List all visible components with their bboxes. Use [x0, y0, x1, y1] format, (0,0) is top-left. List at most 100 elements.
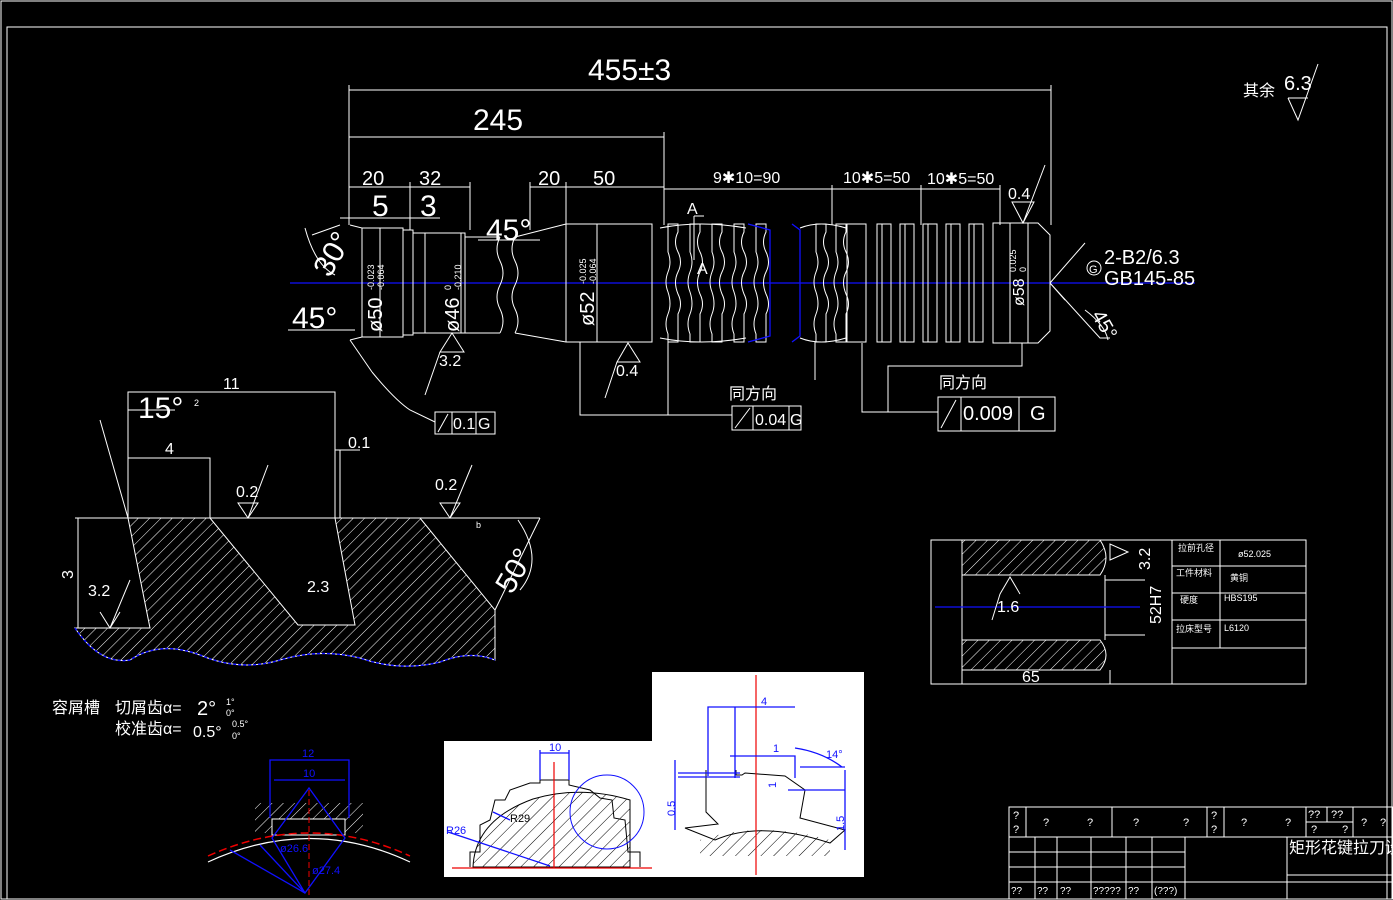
datum-g-label: G: [1089, 264, 1098, 276]
dim-l1: 1: [773, 743, 779, 755]
title-block: 矩形花键拉刀设计 ???????????????????????????????…: [1008, 806, 1393, 900]
angle-45-right: 45°: [1087, 306, 1121, 343]
dim-32: 32: [419, 168, 441, 190]
spline-section-detail: 12 10 ø26.6 ø27.4: [207, 748, 411, 895]
spec-label: 硬度: [1180, 594, 1198, 605]
dia-46: ø46: [442, 298, 464, 332]
roughness-32-tooth: 3.2: [88, 583, 110, 600]
center-hole-spec: 2-B2/6.3: [1104, 247, 1180, 269]
bore-52h7: 52H7: [1148, 586, 1165, 624]
roughness-23: 2.3: [307, 579, 329, 596]
dim-4-fig2: 4: [761, 696, 767, 708]
title-block-field: ?: [1361, 817, 1367, 829]
roughness-32-workpiece: 3.2: [1137, 548, 1154, 570]
dim-50: 50: [593, 168, 615, 190]
tol-datum: G: [1030, 403, 1046, 425]
dia-46-upper: 0: [443, 285, 453, 290]
title-block-field: ?: [1211, 824, 1217, 836]
angle-45-neck: 45°: [486, 214, 531, 247]
dim-teeth-pitch: 9✱10=90: [713, 170, 780, 187]
dim-overall: 455±3: [588, 54, 671, 87]
tol-value: 0.009: [963, 403, 1013, 425]
dim-65: 65: [1022, 669, 1040, 686]
spec-label: 拉床型号: [1176, 623, 1212, 634]
title-block-field: ?: [1183, 817, 1189, 829]
title-block-field: ?: [1380, 817, 1386, 829]
dia-52-upper: -0.025: [578, 258, 588, 284]
dim-10: 10: [303, 768, 315, 780]
radius-r26: R26: [446, 825, 466, 837]
cutting-tooth: [731, 223, 747, 343]
roughness-02b: 0.2: [435, 477, 457, 494]
section-mark-a-top: A: [687, 201, 698, 218]
calibrating-ring: [968, 223, 984, 343]
tol-datum: G: [478, 416, 490, 433]
title-block-field: ??: [1060, 886, 1072, 897]
roughness-02a: 0.2: [236, 484, 258, 501]
spec-value: ø52.025: [1238, 549, 1271, 559]
title-block-field: ?: [1087, 817, 1093, 829]
tol-datum: G: [790, 412, 802, 429]
spec-value: L6120: [1224, 623, 1249, 633]
chip-groove-title: 容屑槽: [52, 699, 100, 717]
dim-20b: 20: [538, 168, 560, 190]
cal-tooth-value: 0.5°: [193, 724, 222, 741]
calibrating-rings: [876, 223, 984, 343]
dim-4: 4: [165, 441, 174, 458]
angle-50: 50°: [489, 543, 540, 599]
calibrating-ring: [899, 223, 915, 343]
angle-30: 30°: [307, 226, 358, 282]
dim-3: 3: [60, 570, 77, 579]
tolerance-frame-3[interactable]: 0.009 G: [937, 396, 1056, 432]
dim-10-fig1: 10: [549, 742, 561, 754]
center-hole-standard: GB145-85: [1104, 268, 1195, 290]
dim-3: 3: [420, 190, 437, 223]
dia-52-lower: -0.064: [588, 258, 598, 284]
roughness-04-mid: 0.4: [616, 363, 638, 380]
tolerance-frame-1[interactable]: 0.1 G: [434, 411, 496, 435]
title-block-field: ?: [1342, 824, 1348, 836]
title-block-field: ?: [1311, 824, 1317, 836]
cal-tooth-upper: 0.5°: [232, 719, 249, 729]
roughness-rest-value: 6.3: [1284, 73, 1312, 95]
title-block-fields: ???????????????????????????????(???): [1011, 809, 1386, 897]
cut-tooth-value: 2°: [197, 698, 216, 720]
tooth-relief-figure: 4 1 14° 1 0.5 1.5: [666, 675, 847, 875]
tooth-profile-detail: 11 15° 2 4 0.1 0.2 0.2 b 3 3.2 2.3 50°: [60, 376, 541, 667]
dim-1-5: 1.5: [835, 816, 847, 831]
dim-11: 11: [223, 376, 240, 393]
calibrating-ring: [945, 223, 961, 343]
section-mark-a: A: [697, 261, 708, 278]
angle-15-tol: 2: [194, 398, 199, 408]
title-block-field: ??: [1128, 886, 1140, 897]
spec-label: 拉前孔径: [1178, 542, 1214, 553]
cut-tooth-lower: 0°: [226, 708, 235, 718]
cutting-tooth: [709, 223, 725, 343]
chip-groove-notes: 容屑槽 切屑齿α= 2° 1° 0° 校准齿α= 0.5° 0.5° 0°: [52, 697, 249, 741]
dim-0-1: 0.1: [348, 435, 370, 452]
title-block-field: ?: [1013, 824, 1019, 836]
title-block-field: ?: [1043, 817, 1049, 829]
cal-tooth-lower: 0°: [232, 731, 241, 741]
dia-50-lower: -0.064: [376, 264, 386, 290]
dim-12: 12: [302, 748, 314, 760]
title-block-field: ??: [1308, 809, 1320, 821]
tolerance-frame-2[interactable]: 0.04 G: [731, 405, 802, 431]
title-block-field: ?: [1285, 817, 1291, 829]
dim-20a: 20: [362, 168, 384, 190]
tol-note-2: 同方向: [729, 385, 777, 403]
dim-245: 245: [473, 104, 523, 137]
dia-26-6: ø26.6: [280, 843, 308, 855]
angle-14: 14°: [826, 749, 843, 761]
roughness-symbol: [1011, 164, 1046, 225]
roughness-04-right: 0.4: [1008, 186, 1030, 203]
cutting-tooth: [665, 223, 681, 343]
cut-tooth-upper: 1°: [226, 697, 235, 707]
title-block-field: ?: [1133, 817, 1139, 829]
cut-tooth-label: 切屑齿α=: [115, 699, 182, 717]
title-block-field: ??: [1037, 886, 1049, 897]
radius-r29: R29: [510, 813, 530, 825]
dim-0-5: 0.5: [666, 801, 678, 816]
title-block-field: ??: [1331, 809, 1343, 821]
